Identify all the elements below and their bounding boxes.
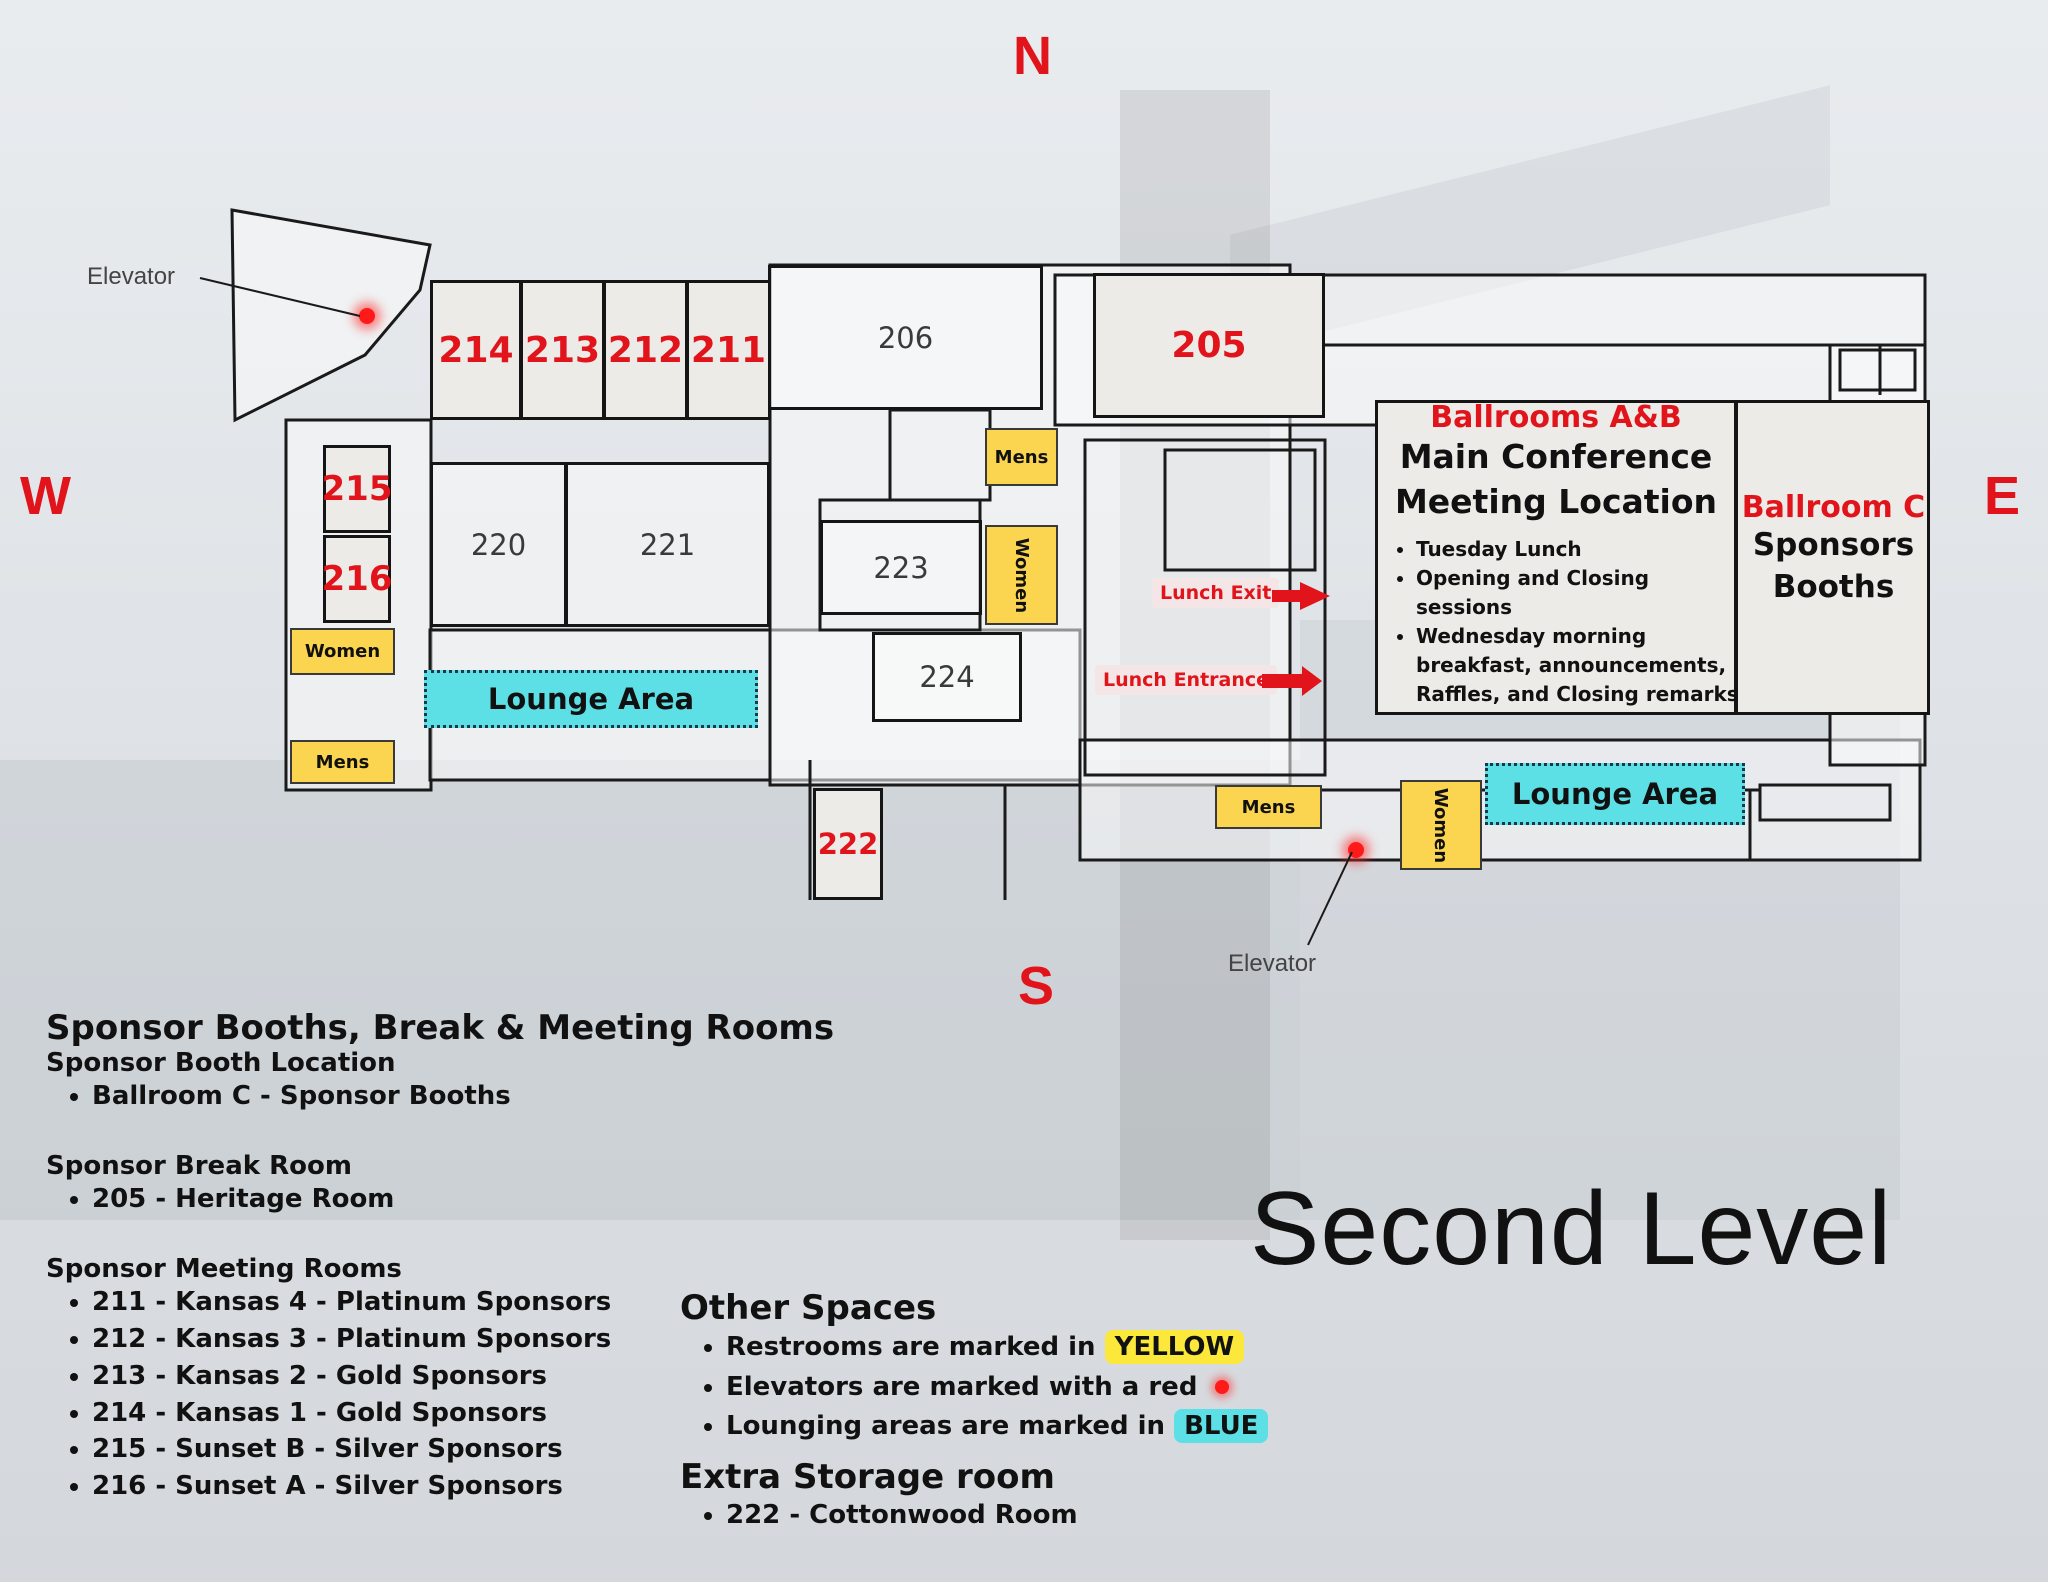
list-item: 211 - Kansas 4 - Platinum Sponsors	[92, 1284, 834, 1321]
room-214[interactable]: 214	[430, 280, 522, 420]
room-211[interactable]: 211	[686, 280, 771, 420]
room-211-label: 211	[690, 329, 767, 371]
ballroom-c-line-2: Booths	[1772, 568, 1895, 605]
break-room-list: 205 - Heritage Room	[46, 1181, 834, 1218]
room-221[interactable]: 221	[565, 462, 770, 627]
ballrooms-a-b-heading: Ballrooms A&B Main Conference Meeting Lo…	[1375, 400, 1737, 524]
lunch-entrance-arrow	[1262, 666, 1322, 696]
ballroom-c[interactable]	[1735, 400, 1930, 715]
room-223-label: 223	[873, 550, 929, 585]
room-206[interactable]: 206	[768, 265, 1043, 410]
lounging-legend-chip: BLUE	[1174, 1409, 1269, 1444]
lounge-area-west[interactable]: Lounge Area	[424, 670, 758, 728]
room-212-label: 212	[607, 329, 684, 371]
room-216[interactable]: 216	[321, 535, 393, 623]
room-215-label: 215	[321, 469, 393, 509]
lunch-entrance-label: Lunch Entrance	[1095, 665, 1278, 695]
room-206-label: 206	[877, 320, 934, 355]
room-221-label: 221	[639, 527, 696, 562]
elevator-legend-dot-icon	[1214, 1380, 1229, 1395]
list-item: 222 - Cottonwood Room	[726, 1497, 1268, 1534]
elevator-northwest-marker[interactable]	[359, 308, 375, 324]
room-205[interactable]: 205	[1093, 273, 1325, 418]
ballrooms-a-b-subtitle-2: Meeting Location	[1394, 481, 1718, 521]
storage-room-heading: Extra Storage room	[680, 1456, 1055, 1497]
list-item: Restrooms are marked in YELLOW	[726, 1328, 1268, 1368]
lounge-area-east[interactable]: Lounge Area	[1485, 763, 1745, 825]
other-spaces-heading: Other Spaces	[680, 1288, 937, 1328]
ballrooms-a-b-events: Tuesday Lunch Opening and Closing sessio…	[1388, 535, 1746, 709]
room-224[interactable]: 224	[872, 632, 1022, 722]
room-223[interactable]: 223	[820, 520, 982, 615]
compass-south: S	[1018, 956, 1055, 1016]
restroom-women-center[interactable]: Women	[985, 525, 1058, 625]
elevator-northwest-label: Elevator	[87, 263, 176, 290]
break-room-heading: Sponsor Break Room	[46, 1150, 352, 1181]
sponsor-info-section: Sponsor Booths, Break & Meeting Rooms Sp…	[46, 1008, 834, 1505]
lunch-exit-arrow	[1272, 582, 1330, 610]
room-205-label: 205	[1171, 325, 1247, 366]
list-item: 215 - Sunset B - Silver Sponsors	[92, 1431, 834, 1468]
restroom-mens-south[interactable]: Mens	[1215, 785, 1322, 829]
room-224-label: 224	[919, 660, 975, 694]
room-215[interactable]: 215	[321, 445, 393, 533]
ballrooms-a-b-event: Tuesday Lunch	[1416, 535, 1746, 564]
ballroom-c-heading: Ballroom C Sponsors Booths	[1737, 490, 1930, 609]
list-item: 216 - Sunset A - Silver Sponsors	[92, 1468, 834, 1505]
ballroom-c-name: Ballroom C	[1741, 490, 1926, 525]
other-spaces-section: Other Spaces Restrooms are marked in YEL…	[680, 1288, 1269, 1534]
ballrooms-a-b-event: Wednesday morning breakfast, announcemen…	[1416, 622, 1746, 709]
list-item: 212 - Kansas 3 - Platinum Sponsors	[92, 1321, 834, 1358]
room-213-label: 213	[524, 329, 601, 371]
list-item: 213 - Kansas 2 - Gold Sponsors	[92, 1358, 834, 1395]
compass-west: W	[20, 466, 71, 526]
storage-room-list: 222 - Cottonwood Room	[680, 1497, 1268, 1534]
room-222-label: 222	[817, 827, 879, 861]
lounging-legend-text: Lounging areas are marked in	[726, 1411, 1166, 1442]
list-item: Elevators are marked with a red	[726, 1368, 1268, 1408]
meeting-rooms-list: 211 - Kansas 4 - Platinum Sponsors 212 -…	[46, 1284, 834, 1505]
elevator-south-label: Elevator	[1228, 950, 1317, 977]
ballrooms-a-b-subtitle-1: Main Conference	[1399, 437, 1713, 476]
background-building-glass	[1300, 620, 1900, 1220]
room-220[interactable]: 220	[430, 462, 567, 627]
room-213[interactable]: 213	[520, 280, 605, 420]
room-222[interactable]: 222	[813, 788, 883, 900]
room-216-label: 216	[321, 559, 393, 599]
restroom-women-south[interactable]: Women	[1400, 780, 1482, 870]
ballrooms-a-b-name: Ballrooms A&B	[1430, 400, 1682, 435]
restroom-mens-north[interactable]: Mens	[985, 428, 1058, 486]
restroom-women-west[interactable]: Women	[290, 628, 395, 675]
ballrooms-a-b-event: Opening and Closing sessions	[1416, 564, 1746, 622]
compass-east: E	[1984, 466, 2021, 526]
meeting-rooms-heading: Sponsor Meeting Rooms	[46, 1253, 402, 1284]
list-item: Ballroom C - Sponsor Booths	[92, 1078, 834, 1115]
compass-north: N	[1013, 26, 1052, 86]
list-item: 214 - Kansas 1 - Gold Sponsors	[92, 1395, 834, 1432]
room-212[interactable]: 212	[603, 280, 688, 420]
restrooms-legend-text: Restrooms are marked in	[726, 1332, 1096, 1362]
other-spaces-list: Restrooms are marked in YELLOW Elevators…	[680, 1328, 1269, 1447]
room-214-label: 214	[438, 329, 514, 371]
lunch-exit-label: Lunch Exit	[1152, 578, 1280, 608]
ballroom-c-line-1: Sponsors	[1752, 527, 1915, 563]
booth-location-heading: Sponsor Booth Location	[46, 1048, 396, 1078]
level-title: Second Level	[1250, 1171, 1893, 1287]
restrooms-legend-chip: YELLOW	[1104, 1330, 1245, 1364]
restroom-mens-west[interactable]: Mens	[290, 740, 395, 784]
booth-location-list: Ballroom C - Sponsor Booths	[46, 1078, 834, 1115]
list-item: Lounging areas are marked in BLUE	[726, 1407, 1269, 1447]
list-item: 205 - Heritage Room	[92, 1181, 834, 1218]
elevators-legend-text: Elevators are marked with a red	[726, 1371, 1198, 1402]
room-220-label: 220	[470, 527, 527, 562]
sponsor-info-heading: Sponsor Booths, Break & Meeting Rooms	[46, 1008, 835, 1048]
